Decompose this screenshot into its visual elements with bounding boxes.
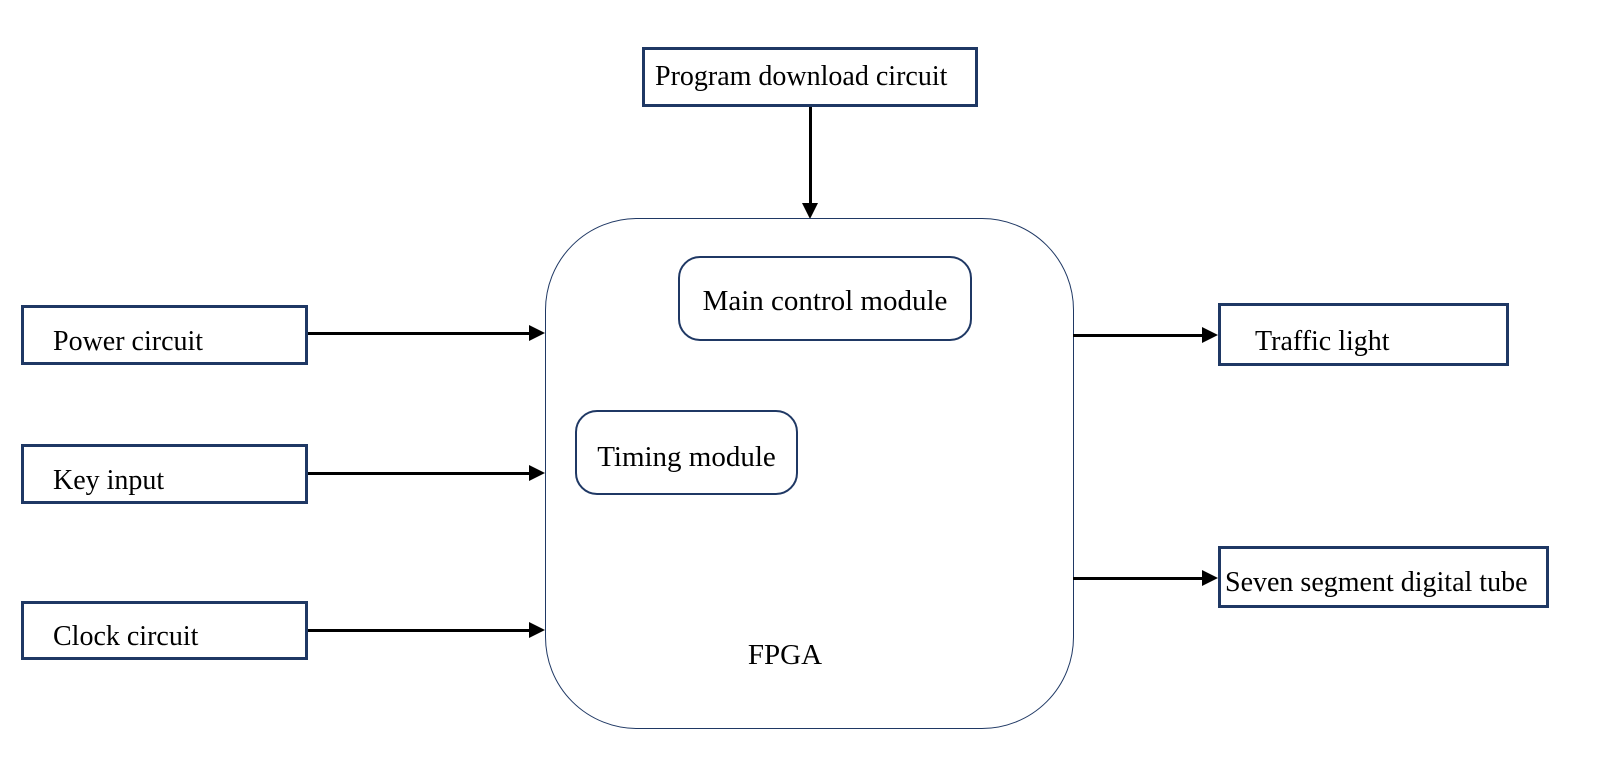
edge-fpga-to-seven-segment bbox=[1073, 570, 1218, 586]
node-label: Main control module bbox=[702, 285, 948, 317]
fpga-label: FPGA bbox=[747, 639, 823, 671]
arrow-shaft bbox=[1073, 576, 1205, 580]
arrow-right-icon bbox=[1202, 327, 1218, 343]
arrow-shaft bbox=[808, 107, 812, 206]
node-key-input: Key input bbox=[21, 444, 308, 504]
edge-power-to-fpga bbox=[308, 325, 545, 341]
arrow-shaft bbox=[308, 471, 532, 475]
edge-program-download-to-fpga bbox=[801, 107, 819, 219]
node-label: Clock circuit bbox=[53, 621, 199, 653]
arrow-right-icon bbox=[529, 465, 545, 481]
arrow-shaft bbox=[308, 331, 532, 335]
arrow-shaft bbox=[308, 628, 532, 632]
node-traffic-light: Traffic light bbox=[1218, 303, 1509, 366]
edge-clock-to-fpga bbox=[308, 622, 545, 638]
node-seven-segment-digital-tube: Seven segment digital tube bbox=[1218, 546, 1549, 608]
node-program-download-circuit: Program download circuit bbox=[642, 47, 978, 107]
edge-key-input-to-fpga bbox=[308, 465, 545, 481]
node-main-control-module: Main control module bbox=[678, 256, 972, 341]
node-label: Traffic light bbox=[1255, 326, 1390, 358]
node-label: Power circuit bbox=[53, 326, 204, 358]
node-label: Timing module bbox=[597, 441, 776, 473]
node-label: Key input bbox=[53, 465, 165, 497]
arrow-right-icon bbox=[1202, 570, 1218, 586]
arrow-right-icon bbox=[529, 622, 545, 638]
node-clock-circuit: Clock circuit bbox=[21, 601, 308, 660]
arrow-shaft bbox=[1073, 333, 1205, 337]
node-label: Program download circuit bbox=[655, 60, 948, 92]
arrow-down-icon bbox=[802, 203, 818, 219]
node-label: Seven segment digital tube bbox=[1225, 567, 1528, 599]
node-power-circuit: Power circuit bbox=[21, 305, 308, 365]
node-timing-module: Timing module bbox=[575, 410, 798, 495]
arrow-right-icon bbox=[529, 325, 545, 341]
edge-fpga-to-traffic-light bbox=[1073, 327, 1218, 343]
